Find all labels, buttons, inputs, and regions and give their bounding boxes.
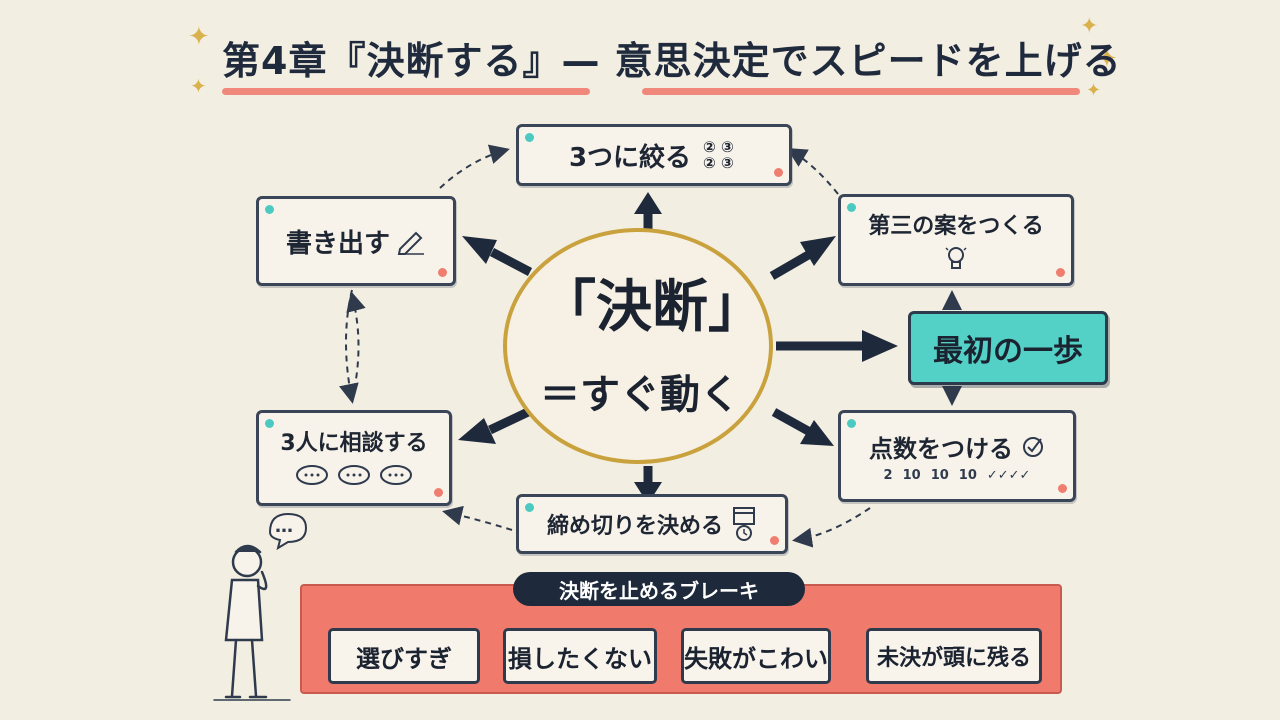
numbered-circles-icon: ② ③ ② ③ (703, 139, 739, 171)
center-heading: 「決断」 (540, 275, 764, 340)
teal-dot (847, 203, 856, 212)
center-arrows (458, 192, 898, 504)
coral-dot (434, 488, 443, 497)
brake-item: 未決が頭に残る (866, 628, 1042, 684)
mark: ③ (721, 138, 734, 156)
coral-dot (770, 536, 779, 545)
scale-tick: 2 (883, 468, 893, 483)
cycle-arrows (339, 144, 962, 548)
sparkle-icon: ✦ (1096, 44, 1118, 74)
page-title: 第4章『決断する』— 意思決定でスピードを上げる (222, 30, 1121, 102)
brake-item: 選びすぎ (328, 628, 480, 684)
calendar-clock-icon (733, 507, 755, 541)
teal-dot (265, 419, 274, 428)
coral-dot (1058, 484, 1067, 493)
node-score: 点数をつける 2 10 10 10 ✓✓✓✓ (838, 410, 1076, 502)
teal-dot (525, 503, 534, 512)
lightbulb-icon (945, 247, 967, 269)
coral-dot (774, 168, 783, 177)
node-write-down: 書き出す (256, 196, 456, 286)
checkmarks-icon: ✓✓✓✓ (986, 468, 1031, 483)
brake-item: 失敗がこわい (681, 628, 831, 684)
pencil-icon (397, 231, 424, 255)
speech-bubbles-icon (296, 465, 412, 485)
node-narrow-down: 3つに絞る ② ③ ② ③ (516, 124, 792, 186)
title-underline (222, 88, 590, 95)
node-label: 第三の案をつくる (868, 214, 1044, 239)
title-underline (642, 88, 1080, 95)
node-third-option: 第三の案をつくる (838, 194, 1074, 286)
sparkle-icon: ✦ (188, 22, 210, 52)
score-header: 点数をつける (869, 429, 1045, 464)
scale-tick: 10 (930, 468, 949, 483)
brake-title: 決断を止めるブレーキ (513, 572, 805, 606)
highlight-label: 最初の一歩 (933, 334, 1083, 369)
coral-dot (1056, 268, 1065, 277)
page-title-text: 第4章『決断する』— 意思決定でスピードを上げる (222, 39, 1122, 83)
center-circle (503, 228, 773, 464)
scale-tick: 10 (902, 468, 921, 483)
node-label: 3人に相談する (280, 431, 428, 456)
mark: ③ (721, 154, 734, 172)
brake-item: 損したくない (503, 628, 657, 684)
thinking-person-icon (213, 512, 308, 701)
scale-tick: 10 (958, 468, 977, 483)
sparkle-icon: ✦ (190, 74, 207, 98)
mark: ② (703, 154, 716, 172)
sparkle-icon: ✦ (1086, 80, 1102, 101)
node-label: 3つに絞る (568, 142, 692, 173)
teal-dot (847, 419, 856, 428)
node-label: 締め切りを決める (546, 514, 723, 539)
node-deadline: 締め切りを決める (516, 494, 788, 554)
node-label: 書き出す (285, 228, 390, 259)
first-step-highlight: 最初の一歩 (908, 311, 1108, 385)
thought-bubble-text: … (275, 516, 293, 537)
check-circle-icon (1023, 436, 1043, 457)
center-subheading: ＝すぐ動く (540, 372, 740, 418)
node-label: 点数をつける (869, 435, 1013, 463)
coral-dot (438, 268, 447, 277)
score-scale: 2 10 10 10 ✓✓✓✓ (884, 468, 1031, 483)
teal-dot (525, 133, 534, 142)
teal-dot (265, 205, 274, 214)
node-consult: 3人に相談する (256, 410, 452, 506)
sparkle-icon: ✦ (1080, 14, 1099, 39)
mark: ② (703, 138, 716, 156)
